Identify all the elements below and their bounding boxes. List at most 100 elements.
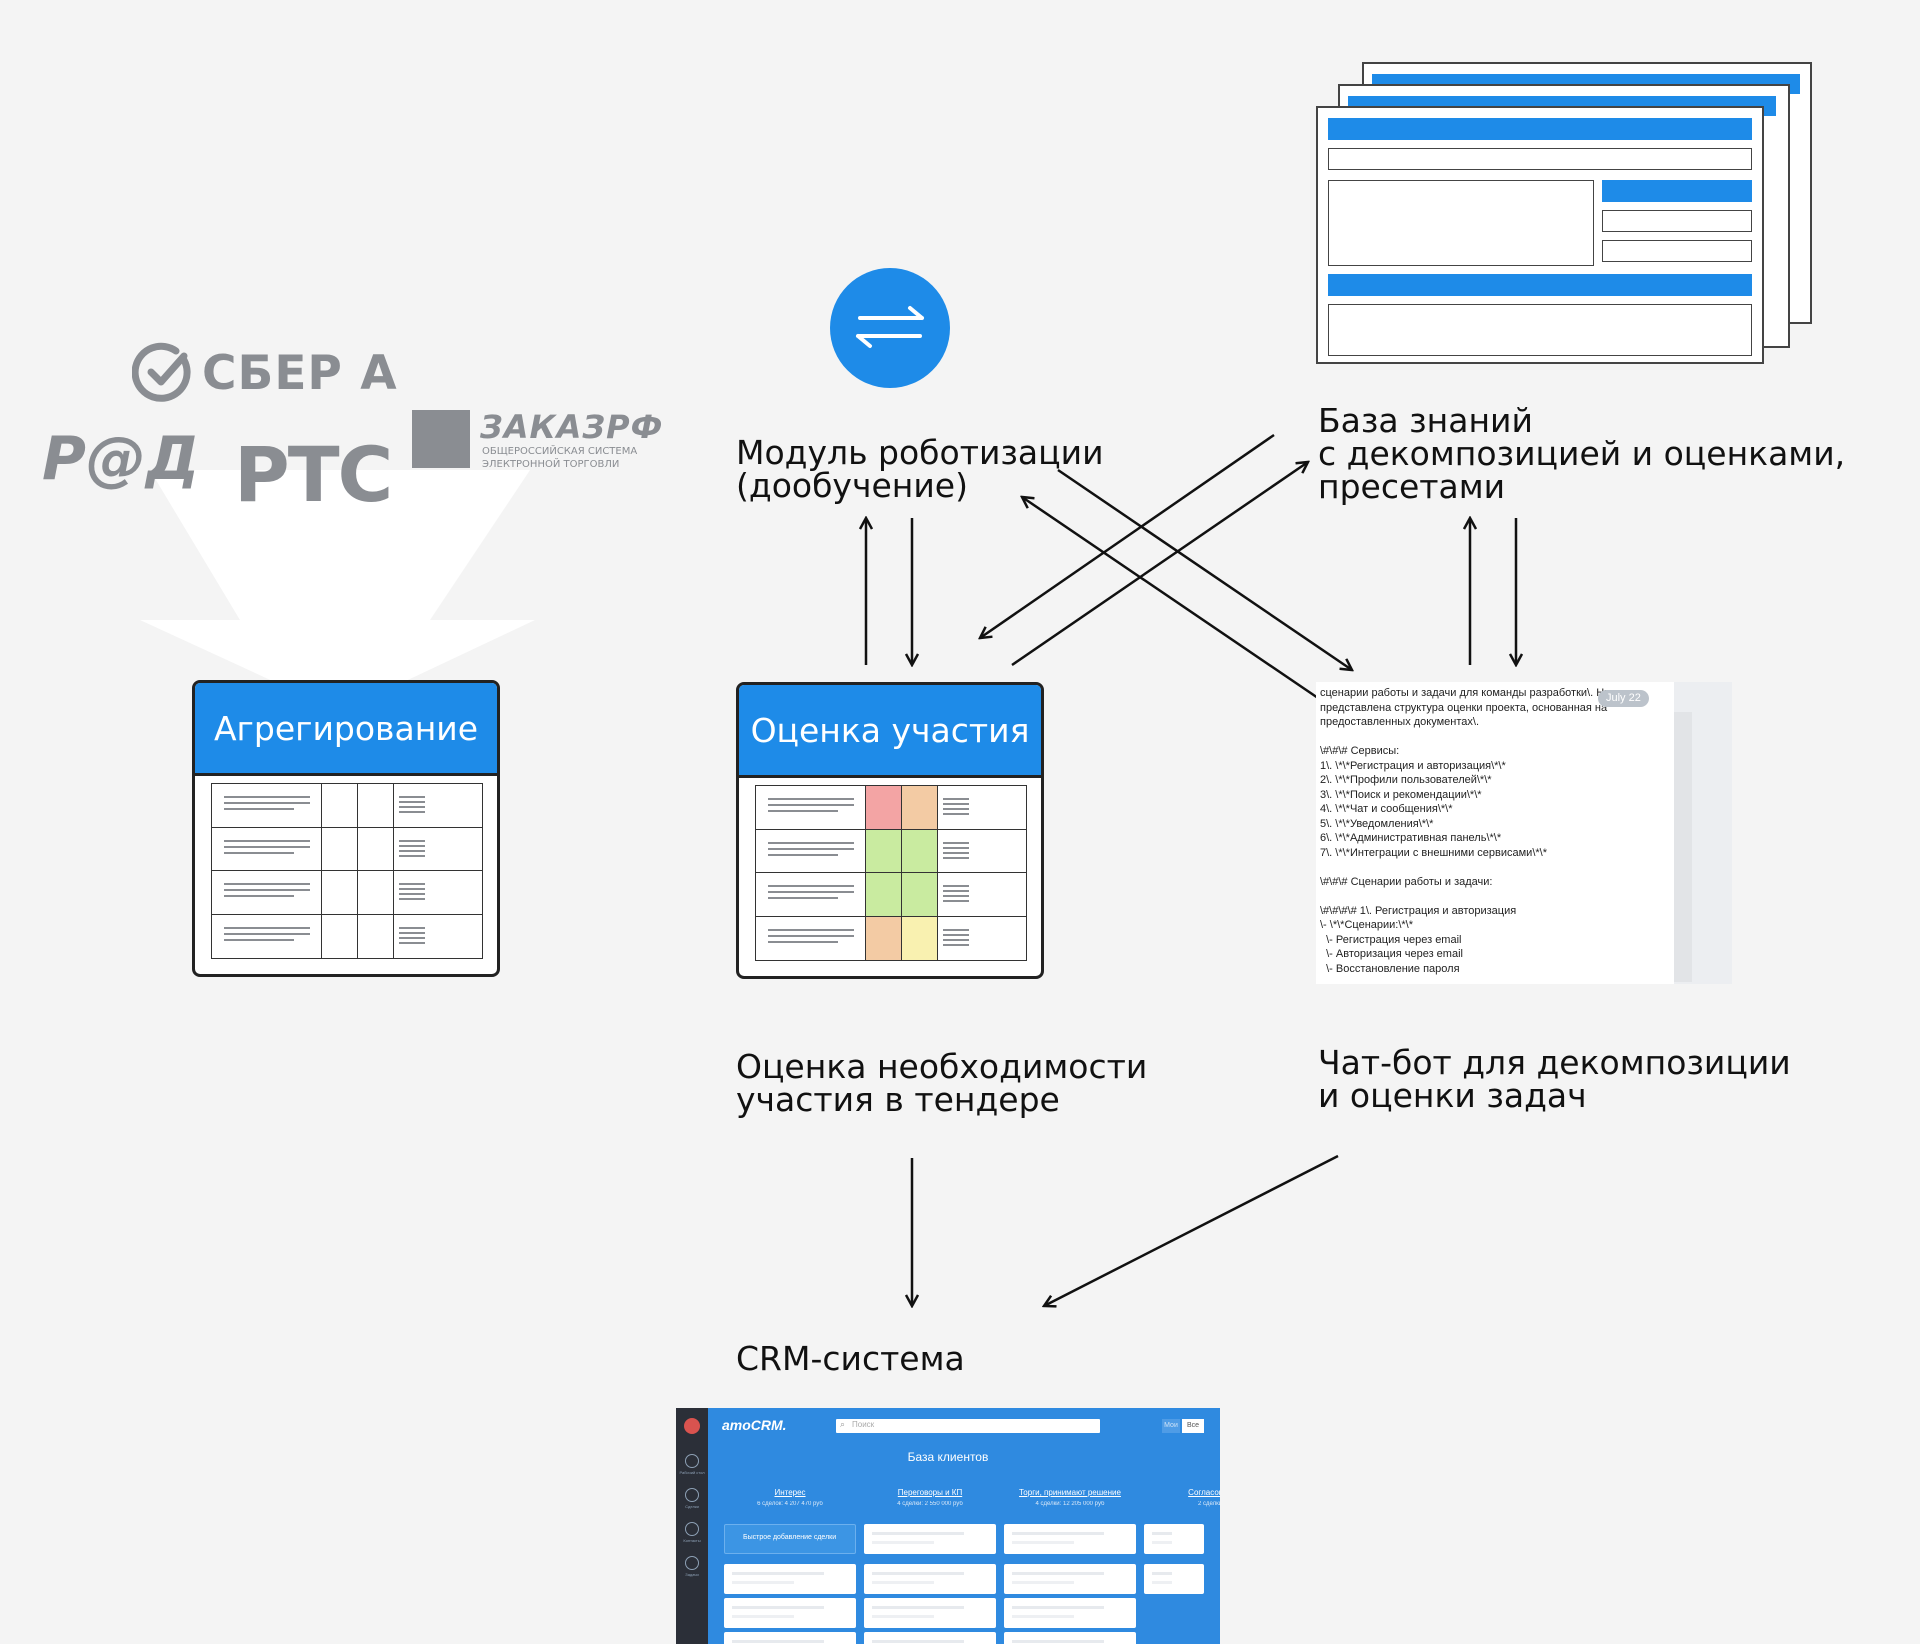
participation-card: Оценка участия [736, 682, 1044, 979]
participation-table-cell [938, 786, 1026, 830]
crm-column-header[interactable]: Согласован [1188, 1488, 1220, 1497]
participation-table-cell [756, 786, 866, 830]
participation-table [755, 785, 1027, 961]
aggregation-table-text-lines [399, 796, 425, 816]
chat-line: 7\. \*\*Интеграции с внешними сервисами\… [1320, 846, 1547, 859]
aggregation-card: Агрегирование [192, 680, 500, 977]
participation-table-cell [756, 916, 866, 960]
crm-deal-card[interactable] [1144, 1524, 1204, 1554]
crm-deal-card[interactable] [1004, 1598, 1136, 1628]
crm-sidebar-item[interactable]: Рабочий стол [676, 1454, 708, 1484]
aggregation-funnel-arrow [140, 470, 535, 712]
arrow-chatbot-to-crm [1044, 1154, 1339, 1306]
need-label-line2: участия в тендере [736, 1080, 1060, 1119]
zakaz-logo: ЗАКАЗРФ ОБЩЕРОССИЙСКАЯ СИСТЕМА ЭЛЕКТРОНН… [412, 408, 662, 474]
crm-deal-card[interactable] [1004, 1632, 1136, 1644]
crm-quick-add[interactable]: Быстрое добавление сделки [724, 1524, 856, 1554]
crm-sidebar-item[interactable]: Сделки [676, 1488, 708, 1518]
chat-line [1320, 730, 1732, 745]
crm-column-header[interactable]: Торги, принимают решение [1019, 1488, 1121, 1497]
participation-table-text-lines [768, 798, 854, 816]
robot-module-label-line1: Модуль роботизации [736, 433, 1104, 472]
robot-module-icon [830, 268, 950, 388]
aggregation-table-row [212, 871, 482, 915]
participation-table-text-lines [943, 798, 969, 818]
chat-line [1320, 889, 1732, 904]
zakaz-logo-square [412, 410, 470, 468]
crm-column-summary: 4 сделки: 12 205 000 руб [1035, 1501, 1105, 1507]
aggregation-table [211, 783, 483, 959]
participation-table-text-lines [768, 885, 854, 903]
crm-sidebar-item[interactable]: Задачи [676, 1556, 708, 1586]
participation-table-cell [756, 873, 866, 917]
rts-logo: РТС [234, 430, 393, 519]
participation-table-row [756, 829, 1026, 873]
aggregation-table-cell [394, 827, 482, 871]
crm-deal-card[interactable] [1004, 1524, 1136, 1554]
participation-table-cell [866, 916, 902, 960]
knowledge-base-documents [1316, 62, 1812, 367]
participation-table-cell [866, 873, 902, 917]
crm-filter-mine[interactable]: Мои [1162, 1419, 1180, 1433]
chat-line: предоставленных документах\. [1320, 716, 1480, 728]
crm-logo: amoCRM. [722, 1417, 787, 1433]
participation-table-cell [902, 829, 938, 873]
aggregation-table-cell [394, 871, 482, 915]
chat-side-panel-shape [1674, 712, 1692, 982]
crm-deal-card[interactable] [724, 1598, 856, 1628]
aggregation-table-row [212, 784, 482, 828]
zakaz-logo-sub2: ЭЛЕКТРОННОЙ ТОРГОВЛИ [482, 459, 620, 470]
chatbot-screenshot: сценарии работы и задачи для команды раз… [1316, 682, 1732, 984]
arrow-robot-to-chatbot [1057, 468, 1352, 670]
crm-sidebar-icon [685, 1454, 699, 1468]
crm-deal-card[interactable] [1004, 1564, 1136, 1594]
crm-deal-card[interactable] [724, 1632, 856, 1644]
crm-sidebar-icon [685, 1488, 699, 1502]
chat-line: 5\. \*\*Уведомления\*\* [1320, 817, 1434, 830]
aggregation-table-cell [394, 914, 482, 958]
knowledge-label-line3: пресетами [1318, 467, 1506, 506]
aggregation-table-cell [322, 784, 358, 828]
crm-deal-card[interactable] [864, 1564, 996, 1594]
chat-date-badge: July 22 [1598, 690, 1649, 707]
chat-line: \- Восстановление пароля [1320, 962, 1460, 975]
participation-card-title: Оценка участия [739, 685, 1041, 778]
robot-module-label-line2: (дообучение) [736, 466, 968, 505]
crm-deal-card[interactable] [864, 1598, 996, 1628]
participation-table-row [756, 786, 1026, 830]
crm-deal-card[interactable] [1144, 1564, 1204, 1594]
crm-column-summary: 4 сделки: 2 550 000 руб [897, 1501, 963, 1507]
arrow-chatbot-to-robot [1022, 497, 1319, 700]
crm-deal-card[interactable] [724, 1564, 856, 1594]
participation-table-cell [938, 916, 1026, 960]
chat-line: 6\. \*\*Административная панель\*\* [1320, 832, 1502, 844]
sber-logo: СБЕР А [132, 340, 398, 406]
chatbot-label-line2: и оценки задач [1318, 1076, 1587, 1115]
aggregation-table-text-lines [224, 926, 310, 945]
crm-filter-all[interactable]: Все [1182, 1419, 1204, 1433]
aggregation-table-cell [212, 914, 322, 958]
crm-sidebar-label: Задачи [685, 1572, 699, 1577]
crm-label: CRM-система [736, 1339, 965, 1378]
chat-line: \- Авторизация через email [1320, 948, 1463, 960]
aggregation-table-text-lines [224, 796, 310, 814]
aggregation-table-cell [358, 827, 394, 871]
crm-title: База клиентов [907, 1450, 989, 1464]
aggregation-table-cell [358, 871, 394, 915]
participation-table-row [756, 916, 1026, 960]
crm-column-header[interactable]: Интерес [774, 1488, 806, 1497]
crm-deal-card[interactable] [864, 1632, 996, 1644]
aggregation-table-cell [212, 827, 322, 871]
crm-search-input[interactable]: ⌕ Поиск [836, 1419, 1100, 1433]
chat-line [1320, 860, 1732, 875]
participation-table-text-lines [943, 841, 969, 862]
aggregation-table-cell [358, 914, 394, 958]
chat-line: представлена структура оценки проекта, о… [1320, 701, 1608, 714]
crm-column-header[interactable]: Переговоры и КП [897, 1488, 963, 1497]
crm-deal-card[interactable] [864, 1524, 996, 1554]
zakaz-logo-sub1: ОБЩЕРОССИЙСКАЯ СИСТЕМА [482, 446, 638, 457]
chat-line: \- Регистрация через email [1320, 933, 1462, 946]
crm-sidebar-item[interactable]: Контакты [676, 1522, 708, 1552]
